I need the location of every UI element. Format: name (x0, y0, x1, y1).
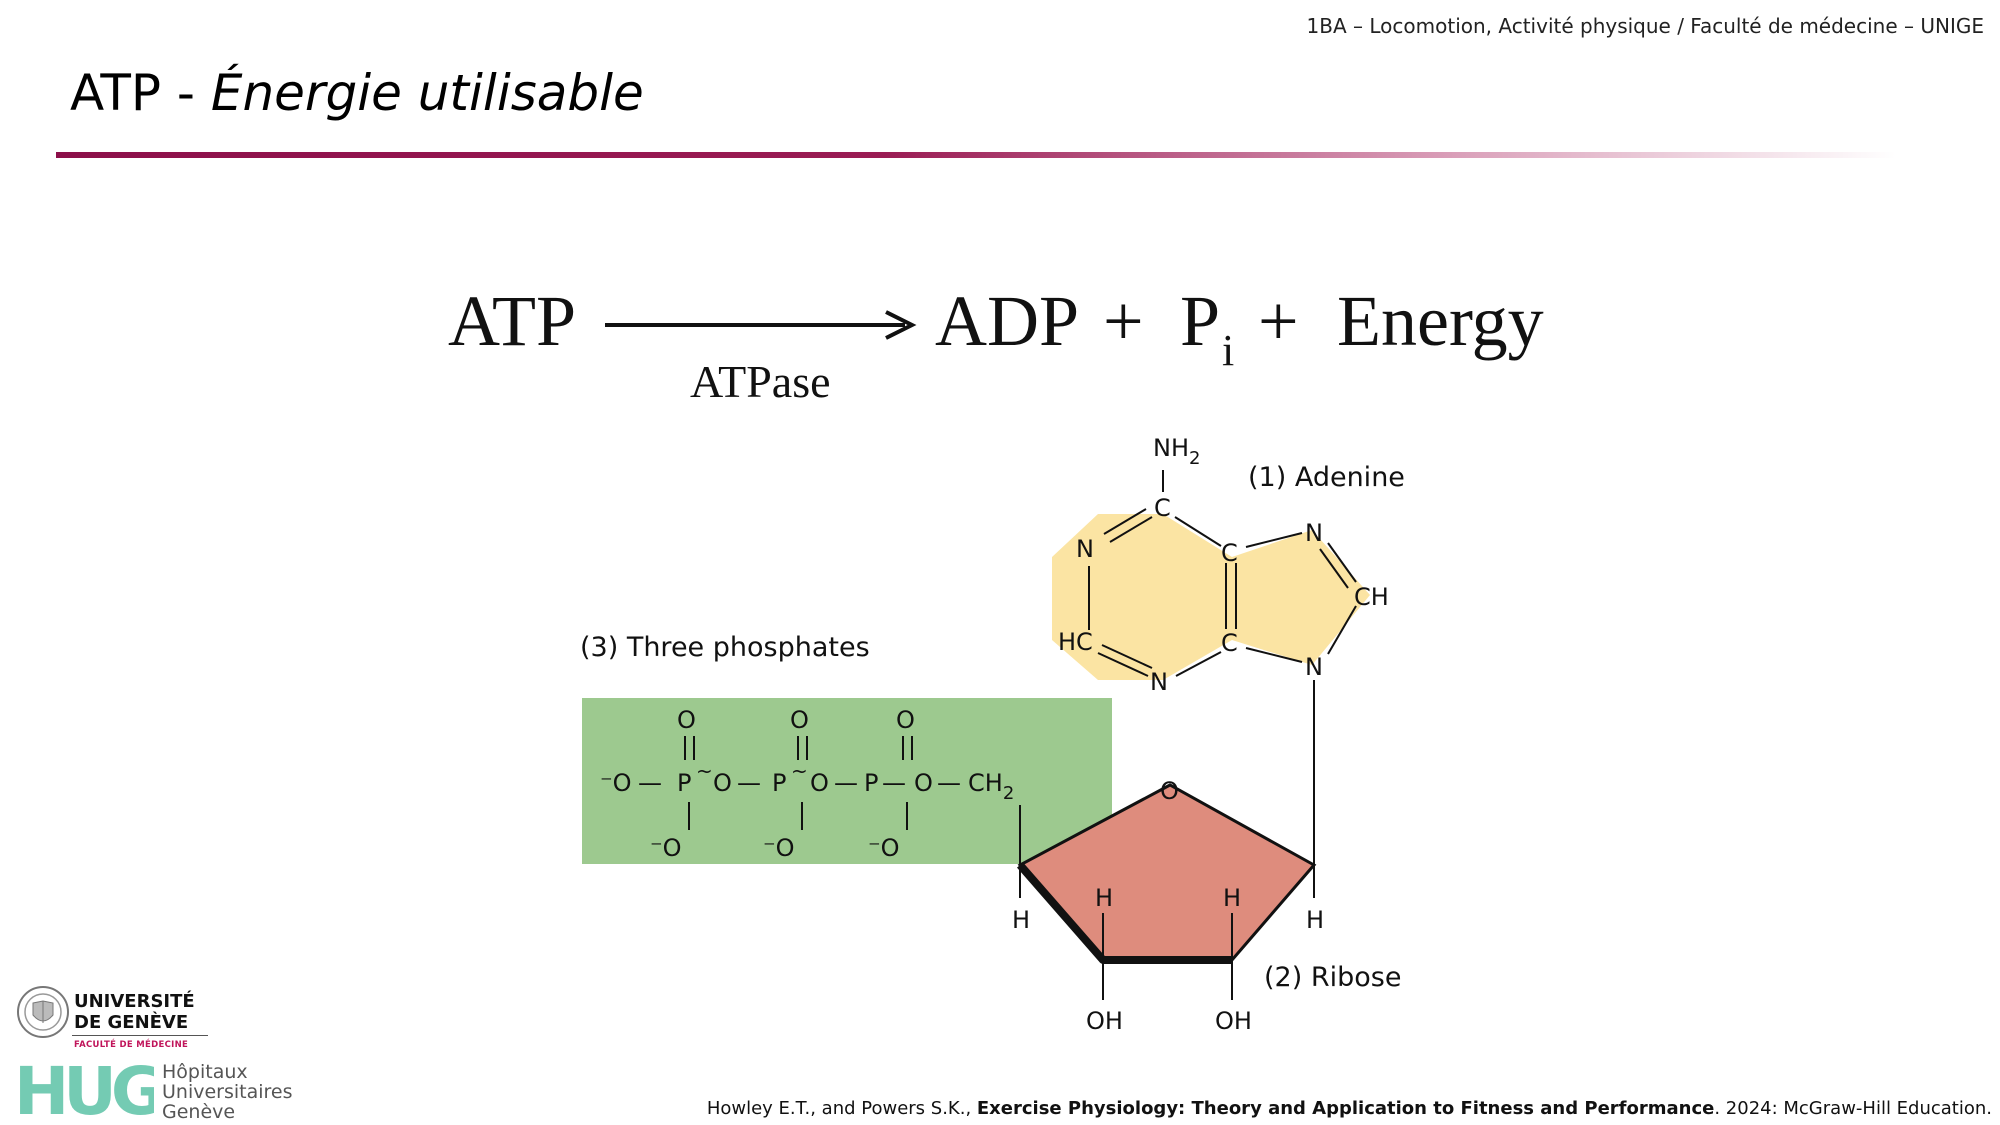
atom-p: P (677, 769, 691, 797)
bond-dash: — (882, 769, 906, 797)
adenine-molecule: NH2 C N C N CH HC C N N (1058, 434, 1389, 865)
phosphate-chain: O O O ⁻O — P ~ O — P ~ O — P — O — CH2 ⁻… (600, 706, 1014, 862)
atom-o: O (713, 769, 732, 797)
equation-pi-subscript: i (1222, 326, 1234, 375)
atom-p: P (772, 769, 786, 797)
unige-logo: UNIVERSITÉ DE GENÈVE FACULTÉ DE MÉDECINE (16, 985, 208, 1055)
atom-n: N (1150, 668, 1168, 696)
equation-reactant: ATP (448, 281, 576, 361)
atom-n: N (1076, 535, 1094, 563)
title-divider (56, 152, 1896, 158)
equation-enzyme: ATPase (690, 356, 831, 407)
course-header: 1BA – Locomotion, Activité physique / Fa… (1306, 14, 1984, 38)
equation-product-energy: Energy (1337, 281, 1544, 361)
slide-title: ATP - Énergie utilisable (70, 64, 644, 122)
atom-o-minus: ⁻O (600, 769, 632, 797)
atom-oh: OH (1086, 1007, 1123, 1035)
high-energy-bond: ~ (696, 759, 713, 783)
citation-book: Exercise Physiology: Theory and Applicat… (976, 1098, 1715, 1119)
bond-dash: — (638, 769, 662, 797)
atom-n: N (1305, 653, 1323, 681)
atom-h: H (1306, 906, 1324, 934)
atom-n: N (1305, 519, 1323, 547)
atom-ring-o: O (1160, 777, 1179, 805)
atom-h: H (1012, 906, 1030, 934)
equation-plus-1: + (1103, 281, 1144, 361)
hug-letters-icon: HUG (14, 1058, 154, 1120)
atom-nh2: NH2 (1153, 434, 1200, 469)
adenine-background (1052, 514, 1370, 680)
atom-o: O (677, 706, 696, 734)
atom-o-minus: ⁻O (650, 834, 682, 862)
atom-o: O (896, 706, 915, 734)
reaction-arrowhead (885, 310, 917, 340)
title-italic: Énergie utilisable (210, 64, 644, 122)
atom-ch2: CH2 (968, 769, 1014, 804)
hug-line-3: Genève (162, 1101, 236, 1123)
phosphates-background (582, 698, 1112, 864)
hug-line-1: Hôpitaux (162, 1061, 248, 1083)
citation-publisher: . 2024: McGraw-Hill Education. (1714, 1098, 1992, 1119)
title-main: ATP - (70, 64, 211, 122)
bond-dash: — (737, 769, 761, 797)
atom-c: C (1221, 629, 1238, 657)
bond-dash: — (937, 769, 961, 797)
atom-ch: CH (1354, 583, 1389, 611)
atom-h: H (1223, 884, 1241, 912)
unige-wordmark: UNIVERSITÉ DE GENÈVE (74, 991, 195, 1033)
unige-faculty: FACULTÉ DE MÉDECINE (74, 1040, 189, 1050)
hug-letters: HUG (14, 1058, 154, 1120)
hug-logo: HUG Hôpitaux Universitaires Genève (14, 1058, 294, 1123)
unige-divider (72, 1035, 208, 1036)
ribose-molecule: O H H H H OH OH (1012, 777, 1324, 1035)
unige-seal-icon (17, 986, 69, 1038)
hug-wordmark: Hôpitaux Universitaires Genève (162, 1062, 293, 1122)
atom-o-minus: ⁻O (763, 834, 795, 862)
label-ribose: (2) Ribose (1264, 962, 1401, 993)
unige-line-1: UNIVERSITÉ (74, 991, 195, 1012)
atom-o: O (914, 769, 933, 797)
atom-c: C (1154, 494, 1171, 522)
atom-o-minus: ⁻O (868, 834, 900, 862)
atom-h: H (1095, 884, 1113, 912)
atom-o: O (790, 706, 809, 734)
label-phosphates: (3) Three phosphates (580, 632, 870, 663)
hug-line-2: Universitaires (162, 1081, 293, 1103)
high-energy-bond: ~ (791, 759, 808, 783)
bond-dash: — (834, 769, 858, 797)
equation-product-pi: P (1180, 281, 1220, 361)
atom-c: C (1221, 539, 1238, 567)
atom-oh: OH (1215, 1007, 1252, 1035)
citation-authors: Howley E.T., and Powers S.K., (706, 1098, 977, 1119)
equation-plus-2: + (1258, 281, 1299, 361)
citation: Howley E.T., and Powers S.K., Exercise P… (707, 1098, 1992, 1119)
equation-product-adp: ADP (935, 281, 1079, 361)
unige-line-2: DE GENÈVE (74, 1012, 189, 1033)
reaction-equation: ATP ATPase ADP + P i + Energy (448, 281, 1544, 407)
label-adenine: (1) Adenine (1248, 462, 1405, 493)
atom-hc: HC (1058, 628, 1093, 656)
atom-p: P (864, 769, 878, 797)
atom-o: O (810, 769, 829, 797)
